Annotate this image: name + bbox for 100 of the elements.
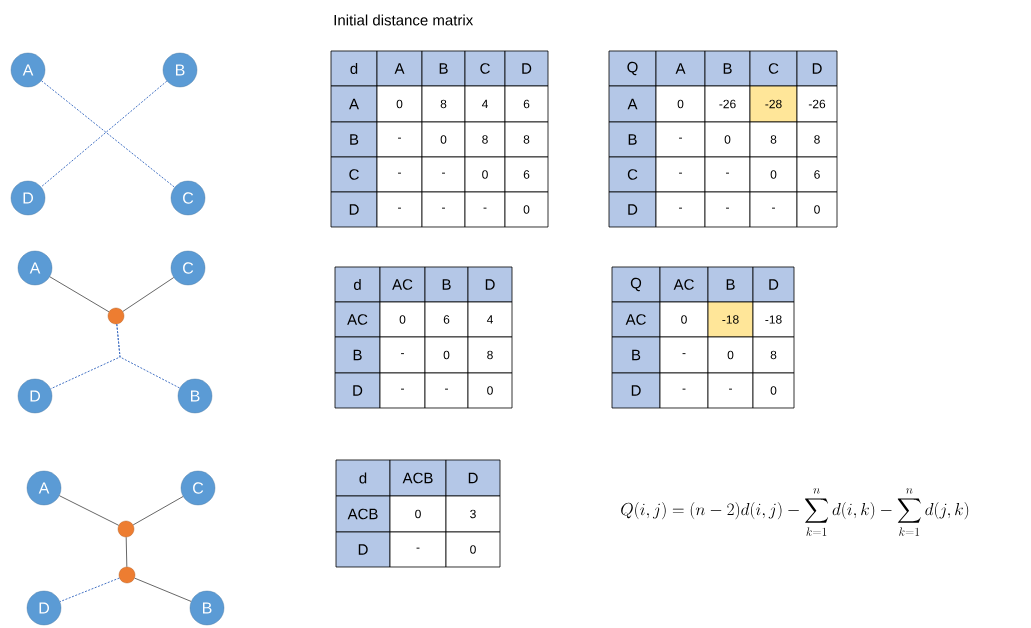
tree-edge	[59, 495, 120, 526]
header-cell: D	[608, 191, 657, 228]
table-cell: 0	[379, 301, 426, 338]
table-cell: 0	[707, 336, 754, 374]
table-cell: -	[659, 336, 709, 374]
header-cell: D	[330, 191, 378, 228]
header-cell: Q	[611, 266, 661, 303]
table-cell: 4	[467, 301, 513, 338]
table-cell: 0	[424, 336, 469, 374]
table-cell: -	[659, 372, 709, 409]
header-cell: D	[467, 266, 513, 303]
table-cell: -	[704, 156, 751, 193]
header-cell: D	[445, 459, 501, 497]
header-cell: D	[504, 50, 549, 87]
header-cell: A	[376, 50, 423, 87]
table-cell: -26	[704, 85, 751, 123]
table-cell: -	[389, 531, 447, 568]
header-cell: C	[608, 156, 657, 193]
formula: $Q(i,j) = (n-2)d(i,j) - \sum_{k=1}^{n} d(i,k) - \sum_{k=1}^{n} d(j,k)$	[621, 488, 969, 536]
table-cell: 6	[796, 156, 838, 193]
table-cell: 6	[504, 85, 549, 123]
header-cell: d	[334, 266, 381, 303]
header-cell: AC	[334, 301, 381, 338]
table-cell: -26	[796, 85, 838, 123]
table-cell: 0	[376, 85, 423, 123]
table-cell: 8	[504, 121, 549, 158]
table-cell: 0	[749, 156, 798, 193]
header-cell: A	[655, 50, 706, 87]
highlighted-cell: -28	[749, 85, 798, 123]
table-cell: 0	[752, 372, 795, 409]
header-cell: AC	[379, 266, 426, 303]
table-cell: -	[379, 372, 426, 409]
header-cell: B	[704, 50, 751, 87]
header-cell: B	[707, 266, 754, 303]
dashed-edge	[116, 323, 181, 389]
header-cell: C	[330, 156, 378, 193]
dashed-edge	[59, 577, 120, 603]
table-cell: -	[464, 191, 506, 228]
header-cell: ACB	[389, 459, 447, 497]
header-cell: B	[608, 121, 657, 158]
table-cell: 8	[752, 336, 795, 374]
table-cell: 0	[704, 121, 751, 158]
header-cell: D	[334, 372, 381, 409]
header-cell: B	[330, 121, 378, 158]
table-cell: -	[421, 156, 466, 193]
table-cell: -	[376, 191, 423, 228]
header-cell: B	[424, 266, 469, 303]
header-cell: AC	[659, 266, 709, 303]
table-cell: 0	[655, 85, 706, 123]
header-cell: D	[752, 266, 795, 303]
table-cell: 8	[749, 121, 798, 158]
table-cell: -	[424, 372, 469, 409]
table-cell: 0	[445, 531, 501, 568]
header-cell: B	[611, 336, 661, 374]
header-cell: d	[330, 50, 378, 87]
tree-edge	[134, 577, 192, 602]
table-cell: 0	[389, 495, 447, 533]
header-cell: D	[335, 531, 391, 568]
header-cell: B	[334, 336, 381, 374]
table-cell: 0	[504, 191, 549, 228]
table-cell: -	[376, 156, 423, 193]
table-cell: 8	[796, 121, 838, 158]
table-cell: -	[655, 121, 706, 158]
junction-circle	[118, 566, 136, 584]
table-cell: -	[379, 336, 426, 374]
table-cell: -	[655, 156, 706, 193]
header-cell: C	[464, 50, 506, 87]
table-cell: -	[704, 191, 751, 228]
table-cell: 6	[424, 301, 469, 338]
table-cell: 0	[421, 121, 466, 158]
header-cell: A	[330, 85, 378, 123]
tree-edge	[122, 277, 175, 312]
tree-edge	[132, 496, 184, 526]
header-cell: D	[611, 372, 661, 409]
table-cell: -	[655, 191, 706, 228]
highlighted-cell: -18	[707, 301, 754, 338]
table-cell: 0	[464, 156, 506, 193]
header-cell: B	[421, 50, 466, 87]
table-cell: 8	[467, 336, 513, 374]
table-cell: 0	[467, 372, 513, 409]
header-cell: ACB	[335, 495, 391, 533]
junction-circle	[117, 520, 135, 538]
header-cell: A	[608, 85, 657, 123]
header-cell: d	[335, 459, 391, 497]
tree-edge	[125, 536, 128, 568]
table-cell: 6	[504, 156, 549, 193]
table-cell: 8	[464, 121, 506, 158]
table-cell: -	[749, 191, 798, 228]
table-cell: 0	[796, 191, 838, 228]
table-cell: -	[421, 191, 466, 228]
table-cell: -18	[752, 301, 795, 338]
header-cell: C	[749, 50, 798, 87]
table-cell: 3	[445, 495, 501, 533]
table-cell: -	[707, 372, 754, 409]
junction-circle	[107, 307, 125, 325]
header-cell: D	[796, 50, 838, 87]
table-cell: 8	[421, 85, 466, 123]
header-cell: AC	[611, 301, 661, 338]
tree-edge	[49, 276, 110, 313]
header-cell: Q	[608, 50, 657, 87]
